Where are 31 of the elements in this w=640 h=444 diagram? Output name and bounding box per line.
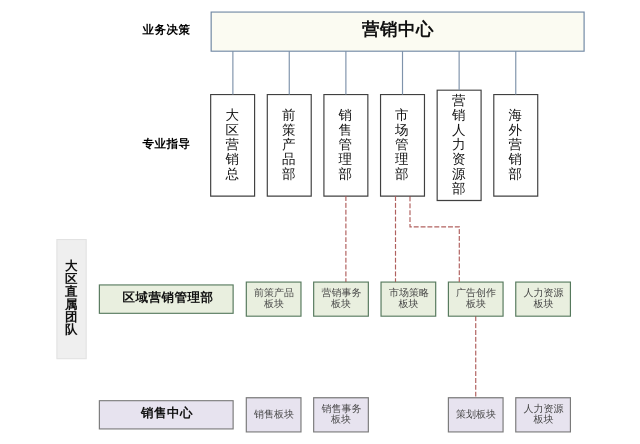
node-box: 人力资源板块 [514,397,570,432]
connector [458,51,460,90]
node-box: 营销中心 [210,12,584,52]
node-box: 销售中心 [98,400,234,430]
node-box: 销售事务板块 [312,397,368,432]
node-box: 市场管理部 [379,94,425,197]
node-box: 海外营销部 [492,94,538,197]
node-box: 大区营销总 [210,94,255,197]
connector [408,196,460,282]
node-box: 销售板块 [245,397,302,432]
connector [401,51,403,95]
node-box: 区域营销管理部 [98,284,234,314]
connector [394,196,396,282]
node-box: 广告创作板块 [447,281,504,317]
node-box: 销售管理部 [322,94,368,197]
connector [474,316,476,398]
connector [232,51,233,95]
node-box: 市场策略板块 [380,281,436,317]
label: 业务决策 [142,22,190,37]
node-box: 前策产品板块 [245,281,302,317]
node-box: 前策产品部 [266,94,312,197]
node-box: 营销人力资源部 [436,90,482,202]
label: 专业指导 [142,136,190,150]
connector [514,51,516,95]
node-box: 营销事务板块 [312,281,368,317]
node-box: 大区直属团队 [56,238,86,360]
node-box: 策划板块 [447,397,504,432]
node-box: 人力资源板块 [514,281,570,317]
connector [344,51,346,95]
connector [288,51,290,95]
connector [344,196,346,282]
